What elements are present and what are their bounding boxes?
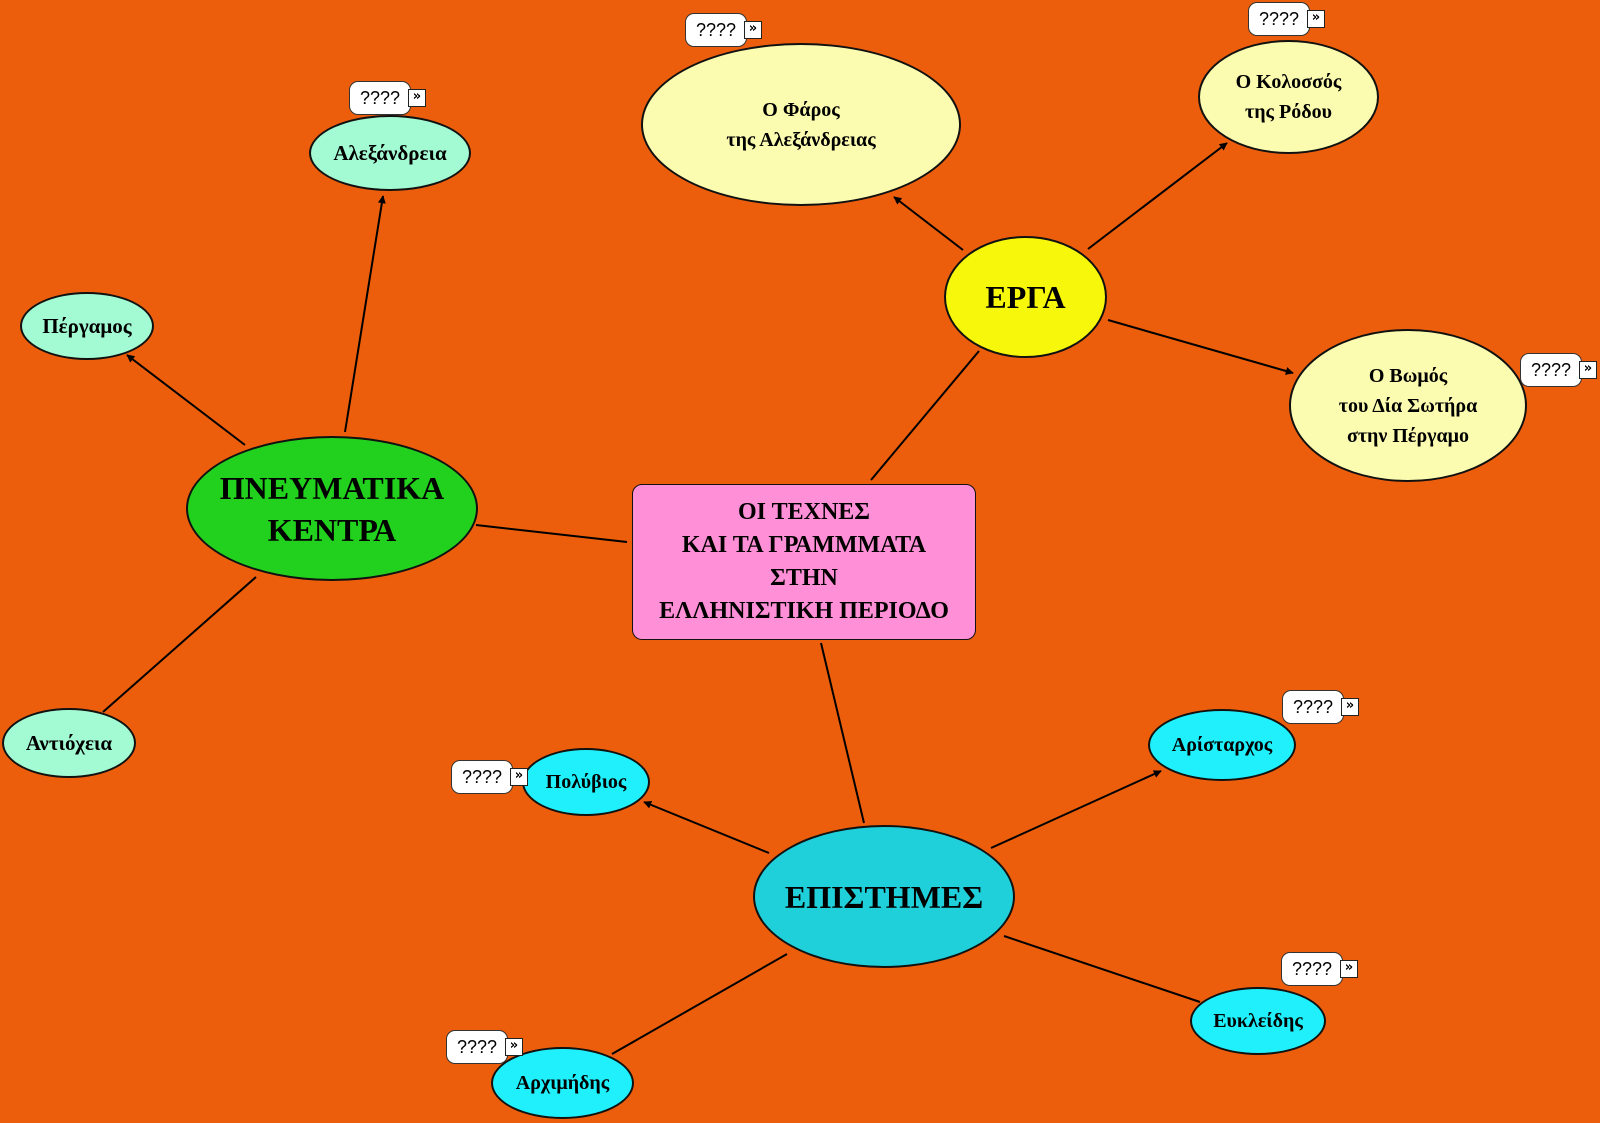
works-group-label: ΕΡΓΑ <box>985 279 1066 315</box>
arrow-works-vomos <box>1107 319 1294 375</box>
sciences-group-label: ΕΠΙΣΤΗΜΕΣ <box>784 878 984 915</box>
callout-text: ???? <box>446 1030 508 1064</box>
callout-eukleidis[interactable]: ???? » <box>1281 952 1358 986</box>
aristarchos-node[interactable]: Αρίσταρχος <box>1148 709 1296 781</box>
arrow-centers-alexandria <box>344 195 386 433</box>
sciences-group-node[interactable]: ΕΠΙΣΤΗΜΕΣ <box>753 825 1015 968</box>
centers-group-node[interactable]: ΠΝΕΥΜΑΤΙΚΑ ΚΕΝΤΡΑ <box>186 436 478 581</box>
callout-text: ???? <box>685 13 747 47</box>
centers-group-label: ΠΝΕΥΜΑΤΙΚΑ ΚΕΝΤΡΑ <box>219 469 445 548</box>
expand-arrows-icon[interactable]: » <box>1307 10 1325 28</box>
central-topic-node[interactable]: ΟΙ ΤΕΧΝΕΣ ΚΑΙ ΤΑ ΓΡΑΜΜΜΑΤΑ ΣΤΗΝ ΕΛΛΗΝΙΣΤ… <box>632 484 976 640</box>
polyvios-node[interactable]: Πολύβιος <box>522 748 650 816</box>
expand-arrows-icon[interactable]: » <box>510 768 528 786</box>
callout-text: ???? <box>1248 2 1310 36</box>
works-group-node[interactable]: ΕΡΓΑ <box>944 236 1107 358</box>
callout-text: ???? <box>1520 353 1582 387</box>
callout-text: ???? <box>451 760 513 794</box>
callout-kolossos[interactable]: ???? » <box>1248 2 1325 36</box>
connector-sciences-archimidis <box>611 953 788 1055</box>
vomos-node[interactable]: Ο Βωμός του Δία Σωτήρα στην Πέργαμο <box>1289 329 1527 482</box>
arrow-works-faros <box>893 196 964 251</box>
callout-aristarchos[interactable]: ???? » <box>1282 690 1359 724</box>
callout-alexandria[interactable]: ???? » <box>349 81 426 115</box>
connector-centers-antiocheia <box>102 576 257 713</box>
expand-arrows-icon[interactable]: » <box>505 1038 523 1056</box>
expand-arrows-icon[interactable]: » <box>1579 361 1597 379</box>
connector-center-sciences <box>820 642 865 824</box>
expand-arrows-icon[interactable]: » <box>408 89 426 107</box>
polyvios-label: Πολύβιος <box>545 771 627 793</box>
connector-center-works <box>870 350 980 481</box>
callout-faros[interactable]: ???? » <box>685 13 762 47</box>
kolossos-label: Ο Κολοσσός της Ρόδου <box>1235 71 1342 123</box>
arrow-works-kolossos <box>1087 142 1228 250</box>
arrow-sciences-polyvios <box>643 801 770 854</box>
vomos-label: Ο Βωμός του Δία Σωτήρα στην Πέργαμο <box>1338 364 1478 447</box>
faros-label: Ο Φάρος της Αλεξάνδρειας <box>726 98 876 151</box>
eukleidis-node[interactable]: Ευκλείδης <box>1190 987 1326 1055</box>
connector-center-centers <box>475 524 628 543</box>
kolossos-node[interactable]: Ο Κολοσσός της Ρόδου <box>1198 40 1379 154</box>
pergamos-label: Πέργαμος <box>42 314 132 338</box>
pergamos-node[interactable]: Πέργαμος <box>20 292 154 360</box>
arrow-sciences-aristarchos <box>990 770 1162 849</box>
expand-arrows-icon[interactable]: » <box>1341 698 1359 716</box>
alexandria-label: Αλεξάνδρεια <box>333 141 447 165</box>
arrow-centers-pergamos <box>126 354 246 446</box>
callout-vomos[interactable]: ???? » <box>1520 353 1597 387</box>
callout-archimidis[interactable]: ???? » <box>446 1030 523 1064</box>
eukleidis-label: Ευκλείδης <box>1213 1010 1303 1032</box>
connector-sciences-eukleidis <box>1003 935 1201 1003</box>
expand-arrows-icon[interactable]: » <box>1340 960 1358 978</box>
callout-text: ???? <box>349 81 411 115</box>
archimidis-node[interactable]: Αρχιμήδης <box>491 1047 634 1119</box>
callout-polyvios[interactable]: ???? » <box>451 760 528 794</box>
alexandria-node[interactable]: Αλεξάνδρεια <box>309 115 471 191</box>
callout-text: ???? <box>1282 690 1344 724</box>
aristarchos-label: Αρίσταρχος <box>1171 734 1273 756</box>
antiocheia-label: Αντιόχεια <box>25 731 113 755</box>
expand-arrows-icon[interactable]: » <box>744 21 762 39</box>
callout-text: ???? <box>1281 952 1343 986</box>
central-topic-label: ΟΙ ΤΕΧΝΕΣ ΚΑΙ ΤΑ ΓΡΑΜΜΜΑΤΑ ΣΤΗΝ ΕΛΛΗΝΙΣΤ… <box>659 499 949 624</box>
antiocheia-node[interactable]: Αντιόχεια <box>2 708 136 778</box>
archimidis-label: Αρχιμήδης <box>515 1072 610 1094</box>
faros-node[interactable]: Ο Φάρος της Αλεξάνδρειας <box>641 43 961 206</box>
